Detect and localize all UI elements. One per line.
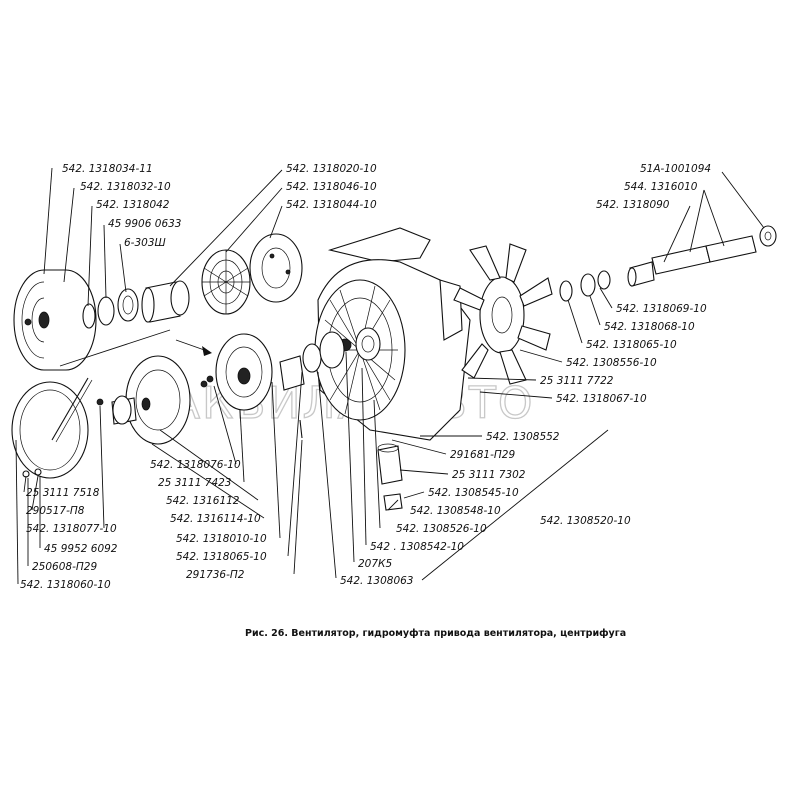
label-542-1318010-10: 542. 1318010-10 — [176, 533, 267, 545]
parts-drawing — [11, 225, 777, 511]
centrifuge-cover-drawing — [11, 377, 104, 479]
pin-drawing — [299, 419, 303, 439]
label-207k5: 207К5 — [358, 558, 392, 570]
label-25-3111-7518: 25 3111 7518 — [26, 487, 100, 499]
label-544-1316010: 544. 1316010 — [624, 181, 698, 193]
coupling-drawing — [200, 331, 345, 411]
label-250608-p29: 250608-П29 — [32, 561, 97, 573]
shaft-drawing — [627, 225, 777, 287]
label-542-1318042: 542. 1318042 — [96, 199, 170, 211]
label-542-1316112: 542. 1316112 — [166, 495, 240, 507]
label-542-1308063: 542. 1308063 — [340, 575, 413, 587]
label-291681-p29: 291681-П29 — [450, 449, 515, 461]
cover-drawing — [249, 233, 303, 303]
figure-caption: Рис. 26. Вентилятор, гидромуфта привода … — [245, 628, 626, 639]
centrifuge-drawing — [111, 355, 191, 445]
label-290517-p8: 290517-П8 — [26, 505, 85, 517]
label-542-1318032-10: 542. 1318032-10 — [80, 181, 171, 193]
label-25-3111-7423: 25 3111 7423 — [158, 477, 231, 489]
label-542-1318060-10: 542. 1318060-10 — [20, 579, 111, 591]
label-542-1318065-10-right: 542. 1318065-10 — [586, 339, 677, 351]
label-51a-1001094: 51А-1001094 — [640, 163, 711, 175]
part-labels: 542. 1318034-11 542. 1318032-10 542. 131… — [20, 163, 711, 591]
label-542-1308556-10: 542. 1308556-10 — [566, 357, 657, 369]
label-542-1318034-11: 542. 1318034-11 — [62, 163, 153, 175]
plug-drawing — [377, 443, 403, 511]
washer-drawing — [82, 303, 96, 329]
pulley-drawing — [13, 269, 97, 371]
label-542-1318065-10-left: 542. 1318065-10 — [176, 551, 267, 563]
label-45-9952-6092: 45 9952 6092 — [44, 543, 118, 555]
label-542-1308526-10: 542. 1308526-10 — [396, 523, 487, 535]
label-542-1318020-10: 542. 1318020-10 — [286, 163, 377, 175]
label-542-1308545-10: 542. 1308545-10 — [428, 487, 519, 499]
label-542-1308552: 542. 1308552 — [486, 431, 560, 443]
label-542-1318067-10: 542. 1318067-10 — [556, 393, 647, 405]
label-542-1316114-10: 542. 1316114-10 — [170, 513, 261, 525]
fan-housing-drawing — [314, 227, 471, 441]
label-542-1318068-10: 542. 1318068-10 — [604, 321, 695, 333]
label-542-1318044-10: 542. 1318044-10 — [286, 199, 377, 211]
impeller-drawing — [201, 249, 251, 315]
label-25-3111-7722: 25 3111 7722 — [540, 375, 614, 387]
label-291736-p2: 291736-П2 — [186, 569, 245, 581]
hub-drawing — [141, 280, 190, 323]
label-542-1318076-10: 542. 1318076-10 — [150, 459, 241, 471]
label-542-1308548-10: 542. 1308548-10 — [410, 505, 501, 517]
label-542-1308520-10: 542. 1308520-10 — [540, 515, 631, 527]
label-25-3111-7302: 25 3111 7302 — [452, 469, 526, 481]
label-6-303sh: 6-303Ш — [124, 237, 166, 249]
label-542-1318077-10: 542. 1318077-10 — [26, 523, 117, 535]
label-45-9906-0633: 45 9906 0633 — [108, 218, 181, 230]
fan-blades-drawing — [453, 243, 553, 385]
label-542-1308542-10: 542 . 1308542-10 — [370, 541, 464, 553]
label-542-1318046-10: 542. 1318046-10 — [286, 181, 377, 193]
leader-lines — [15, 167, 765, 585]
label-542-1318069-10: 542. 1318069-10 — [616, 303, 707, 315]
bearing-drawing — [117, 288, 139, 322]
label-542-1318090: 542. 1318090 — [596, 199, 670, 211]
